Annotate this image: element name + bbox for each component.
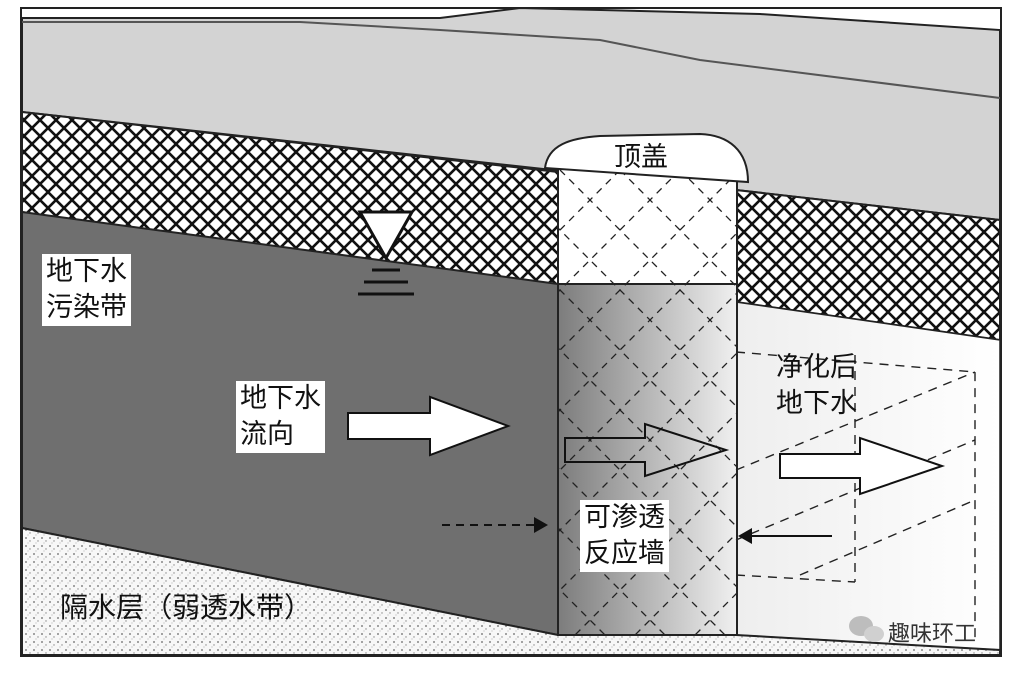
purified-water-line-2: 地下水 [776,388,857,419]
prb-line-1: 可渗透 [584,502,665,533]
pointer-arrow-left-icon [442,517,548,533]
prb-dashed-lattice [558,169,737,635]
cap-label: 顶盖 [614,142,668,173]
pollution-zone-line-1: 地下水 [46,256,127,287]
cap [543,132,750,184]
pollution-zone-line-2: 污染带 [46,292,127,323]
flow-arrow-wall-icon [564,422,730,478]
prb-upper [557,167,738,287]
pollution-zone-label: 地下水 污染带 [42,254,131,326]
watermark: 趣味环工 [888,622,977,647]
flow-arrow-left-icon [347,395,511,457]
prb-lower [557,283,738,636]
purified-water-line-1: 净化后 [776,352,857,383]
prb-label: 可渗透 反应墙 [580,500,669,572]
frame [20,7,1002,657]
pointer-arrow-right-icon [738,528,832,544]
water-table-symbol [357,210,415,296]
flow-direction-line-2: 流向 [240,419,294,450]
purified-water-label: 净化后 地下水 [776,350,857,422]
surface-ridge [22,21,1001,99]
flow-arrow-right-icon [779,436,946,496]
aquitard-label: 隔水层（弱透水带） [60,591,313,624]
prb-line-2: 反应墙 [584,538,665,569]
wechat-logo-icon [849,616,884,642]
flow-direction-line-1: 地下水 [240,383,321,414]
flow-direction-label: 地下水 流向 [236,381,325,453]
